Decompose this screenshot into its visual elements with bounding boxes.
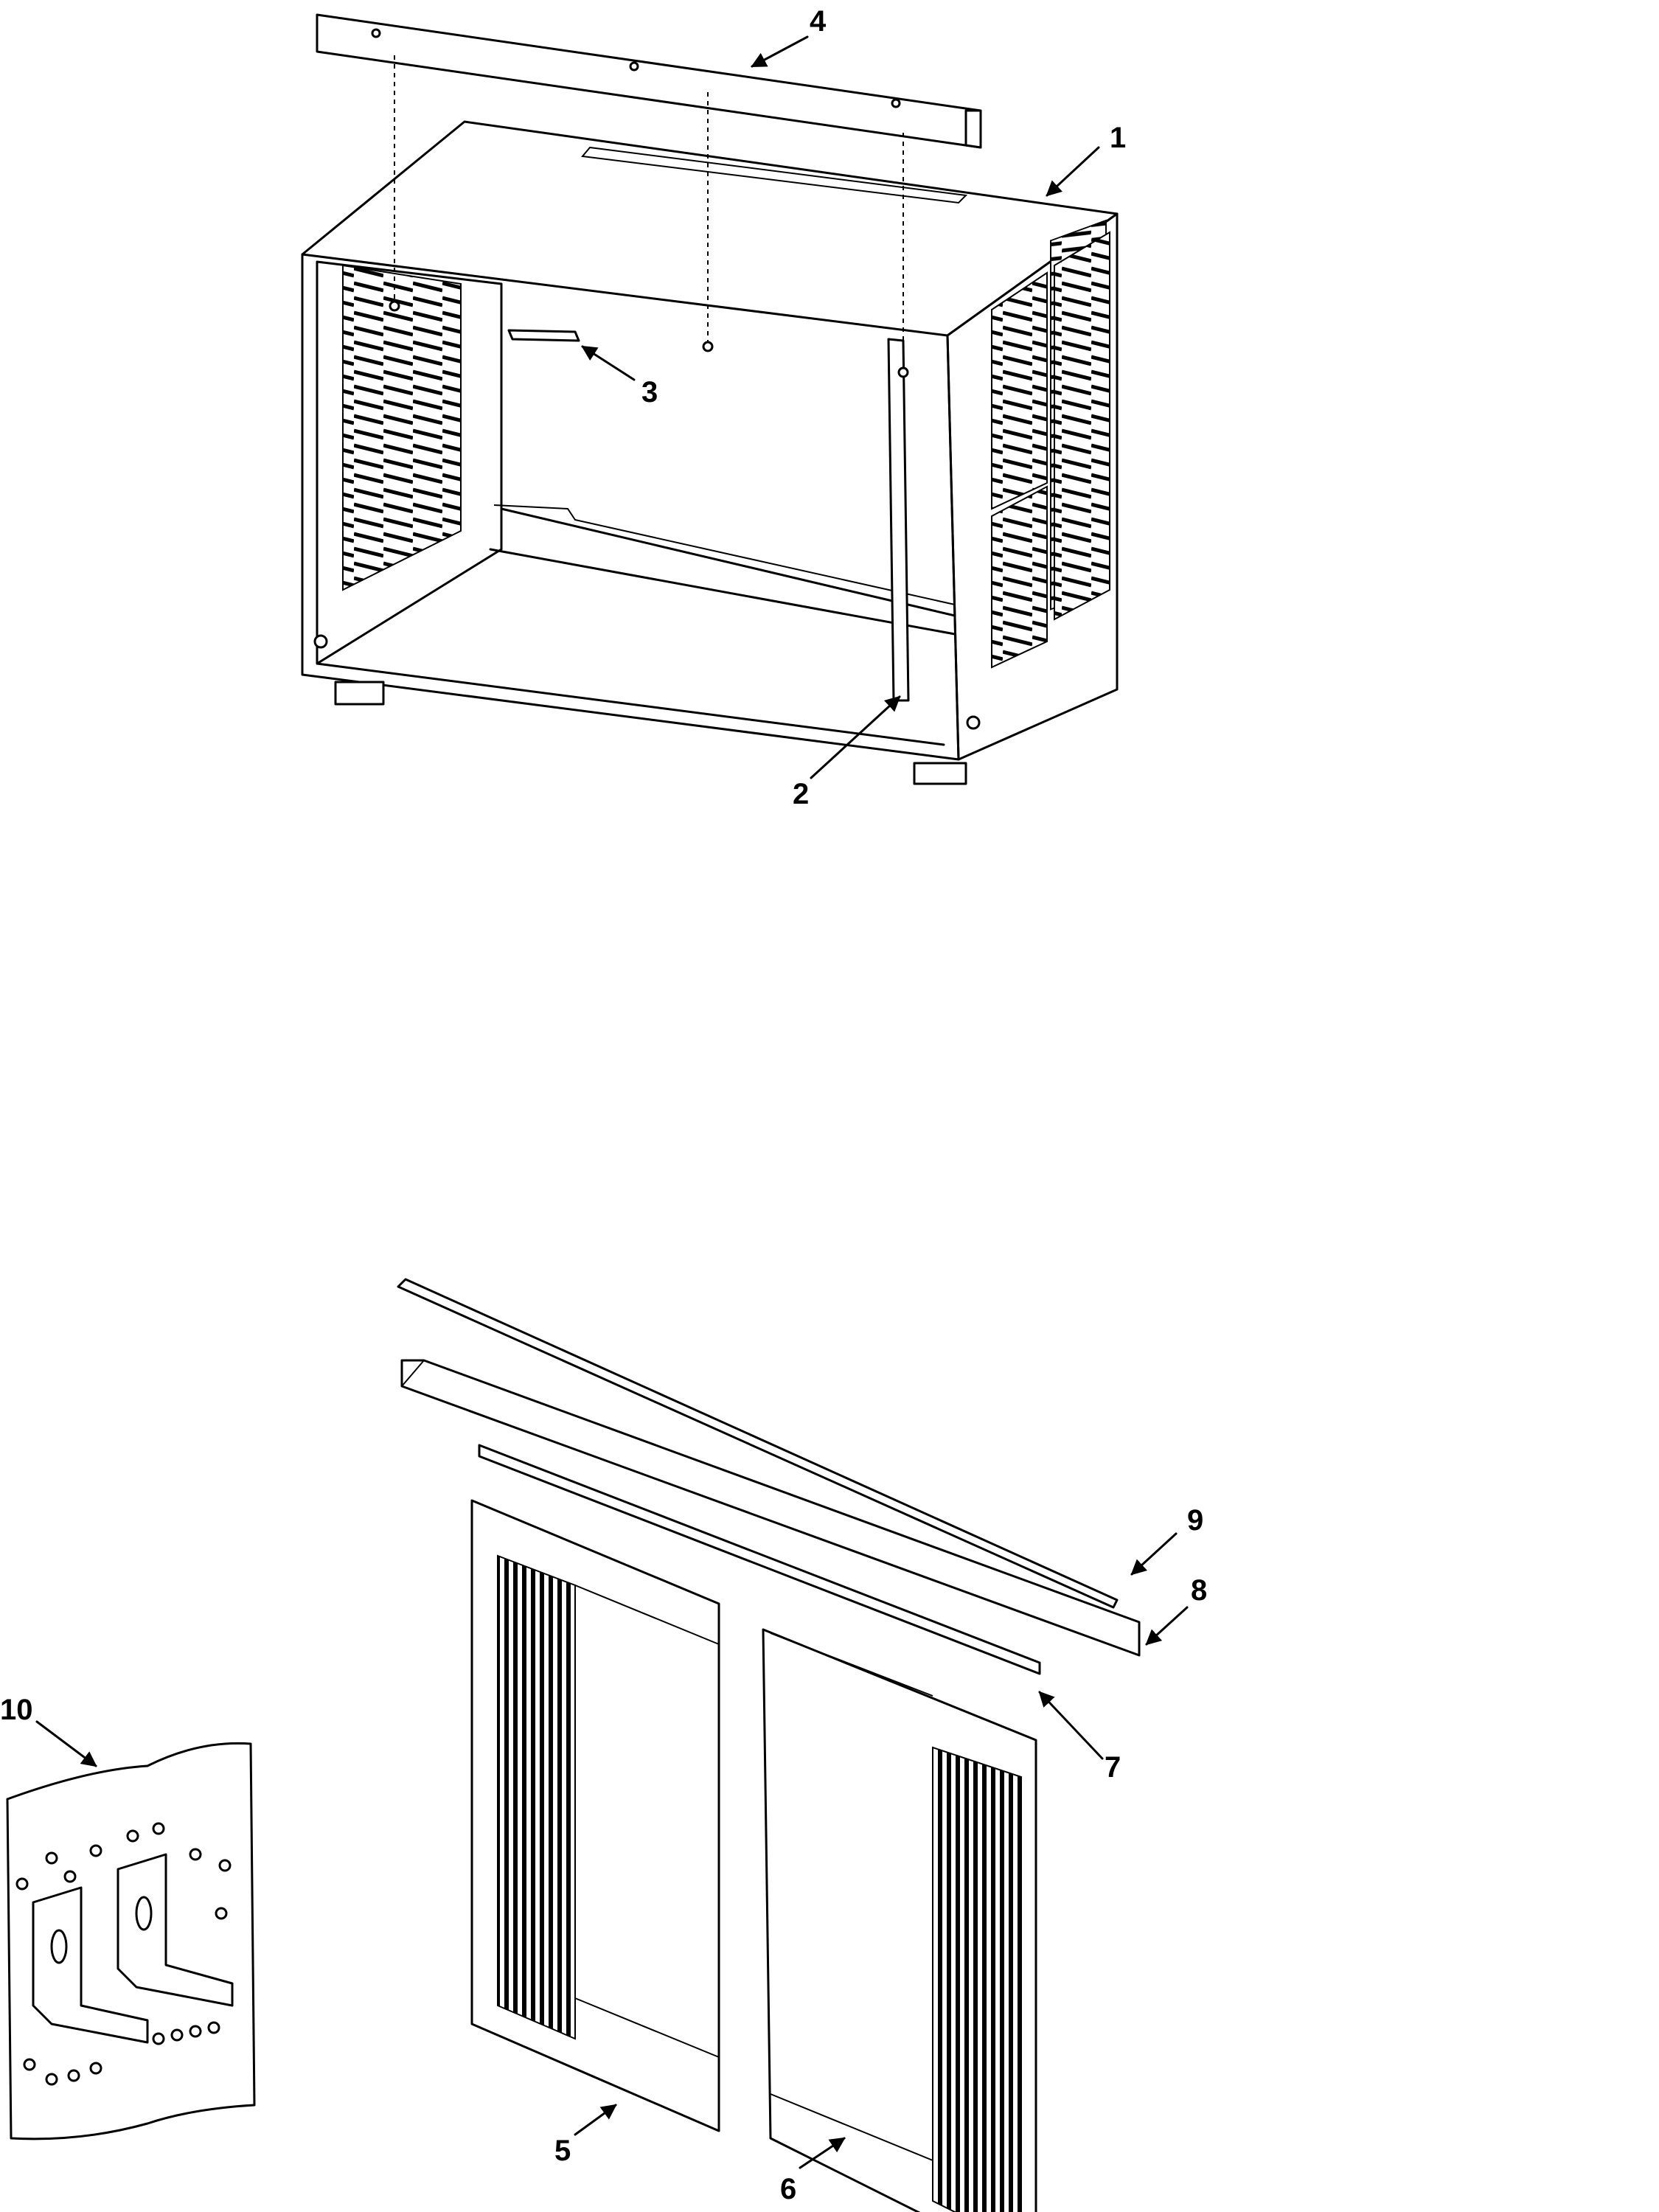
callout-label-10: 10 <box>0 1694 33 1726</box>
left-panel-pleats <box>497 1554 576 2040</box>
screw-set <box>15 1822 232 2086</box>
part-2-vertical-channel <box>887 338 910 702</box>
rear-bracket <box>493 504 956 605</box>
mounting-bracket-right <box>116 1853 234 2007</box>
right-panel-pleats <box>932 1746 1022 2212</box>
callout-3: 3 <box>581 345 658 408</box>
rail-hole-1 <box>371 28 381 38</box>
callout-label-7: 7 <box>1105 1751 1121 1784</box>
callout-5: 5 <box>554 2104 617 2167</box>
screw-left <box>389 300 400 312</box>
part-9-foam-strip <box>397 1278 1119 1609</box>
part-3-bracket <box>507 329 580 342</box>
callout-label-4: 4 <box>810 5 827 38</box>
base-pan-edge <box>316 662 945 746</box>
keyhole-left <box>50 1929 68 1964</box>
callout-label-2: 2 <box>793 778 809 810</box>
mounting-bracket-left <box>32 1886 149 2044</box>
callout-9: 9 <box>1130 1504 1203 1576</box>
callout-8: 8 <box>1145 1574 1207 1646</box>
part-8-foam-bar <box>400 1359 1141 1657</box>
screw-right <box>897 366 909 378</box>
left-panel-bottom-channel <box>574 1997 720 2058</box>
top-rail-end <box>964 109 982 149</box>
callout-2: 2 <box>793 695 901 810</box>
right-panel-bottom-channel <box>770 2093 933 2161</box>
callout-label-5: 5 <box>554 2135 571 2167</box>
part-5-left-curtain-panel <box>470 1499 720 2132</box>
callout-7: 7 <box>1038 1691 1121 1784</box>
cabinet-top-slot <box>581 146 968 204</box>
right-panel-top-channel <box>770 1632 933 1697</box>
side-hole <box>313 634 328 649</box>
callout-label-6: 6 <box>780 2173 796 2205</box>
cabinet-foot-right <box>913 762 967 785</box>
part-7-sash-strip <box>478 1444 1041 1675</box>
callout-label-3: 3 <box>641 376 658 408</box>
cabinet-foot-left <box>334 681 385 706</box>
cabinet-front-right-edge <box>946 334 960 761</box>
rail-hole-3 <box>891 98 901 108</box>
left-panel-top-channel <box>574 1585 720 1645</box>
cabinet-assembly <box>301 120 1119 785</box>
inner-rail-upper <box>500 507 956 617</box>
foam-bar-end-line <box>401 1360 425 1387</box>
callout-label-8: 8 <box>1191 1574 1207 1607</box>
drain-hole <box>966 715 981 730</box>
right-side-louver-front-upper <box>991 271 1048 510</box>
callout-6: 6 <box>780 2137 846 2205</box>
callout-4: 4 <box>751 5 827 68</box>
screw-center <box>702 341 714 352</box>
keyhole-right <box>135 1896 153 1931</box>
callout-10: 10 <box>0 1694 97 1767</box>
top-rail-body <box>316 13 982 149</box>
part-4-top-rail <box>316 13 982 369</box>
inner-rail-lower <box>489 548 956 636</box>
rail-hole-2 <box>629 61 639 72</box>
part-6-right-curtain-panel <box>762 1628 1037 2212</box>
callout-1: 1 <box>1046 122 1126 197</box>
callout-label-1: 1 <box>1110 122 1126 154</box>
left-side-louver <box>342 264 462 591</box>
callout-label-9: 9 <box>1187 1504 1203 1537</box>
part-10-hardware-kit <box>6 1742 256 2140</box>
right-side-louver-front-lower <box>991 485 1048 669</box>
cabinet-front-edge <box>301 253 960 761</box>
right-side-louver-rear-column <box>1054 231 1110 621</box>
